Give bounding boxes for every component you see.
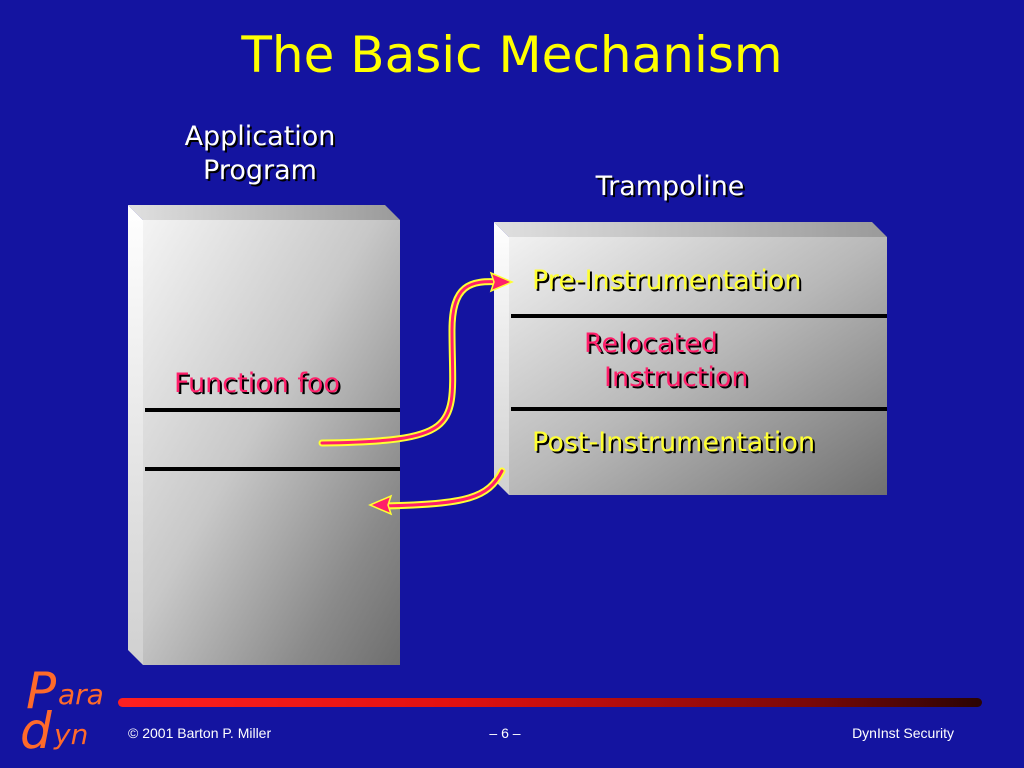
- footer-topic: DynInst Security: [852, 725, 954, 741]
- slide-title: The Basic Mechanism: [241, 26, 783, 84]
- return-arrow: [368, 467, 506, 516]
- trampoline-block: [494, 222, 887, 495]
- app-block-top: [128, 205, 400, 220]
- logo-letter-d: d: [20, 702, 52, 760]
- app-block-side: [128, 205, 143, 665]
- relocated-line2: Instruction: [604, 361, 749, 393]
- footer-bar: [118, 698, 982, 707]
- logo-ara: ara: [58, 678, 104, 711]
- footer-page-number: – 6 –: [489, 725, 521, 741]
- relocated-line1: Relocated: [584, 328, 718, 359]
- post-instrumentation-label: Post-Instrumentation: [532, 427, 816, 458]
- footer-copyright: © 2001 Barton P. Miller: [128, 725, 272, 741]
- application-program-label: Application Program: [160, 120, 360, 188]
- trampoline-block-face: [509, 237, 887, 495]
- logo-yn: yn: [54, 718, 89, 751]
- relocated-instruction-label: Relocated Instruction: [584, 327, 749, 395]
- trampoline-block-side: [494, 222, 509, 495]
- pre-instrumentation-label: Pre-Instrumentation: [532, 265, 802, 296]
- function-foo-label: Function foo: [174, 368, 340, 399]
- trampoline-block-top: [494, 222, 887, 237]
- application-label-line2: Program: [203, 154, 317, 186]
- application-label-line1: Application: [184, 121, 336, 152]
- jump-arrow: [318, 271, 514, 447]
- logo-letter-p: P: [26, 662, 57, 720]
- application-program-block: [128, 205, 400, 665]
- trampoline-label: Trampoline: [595, 171, 745, 202]
